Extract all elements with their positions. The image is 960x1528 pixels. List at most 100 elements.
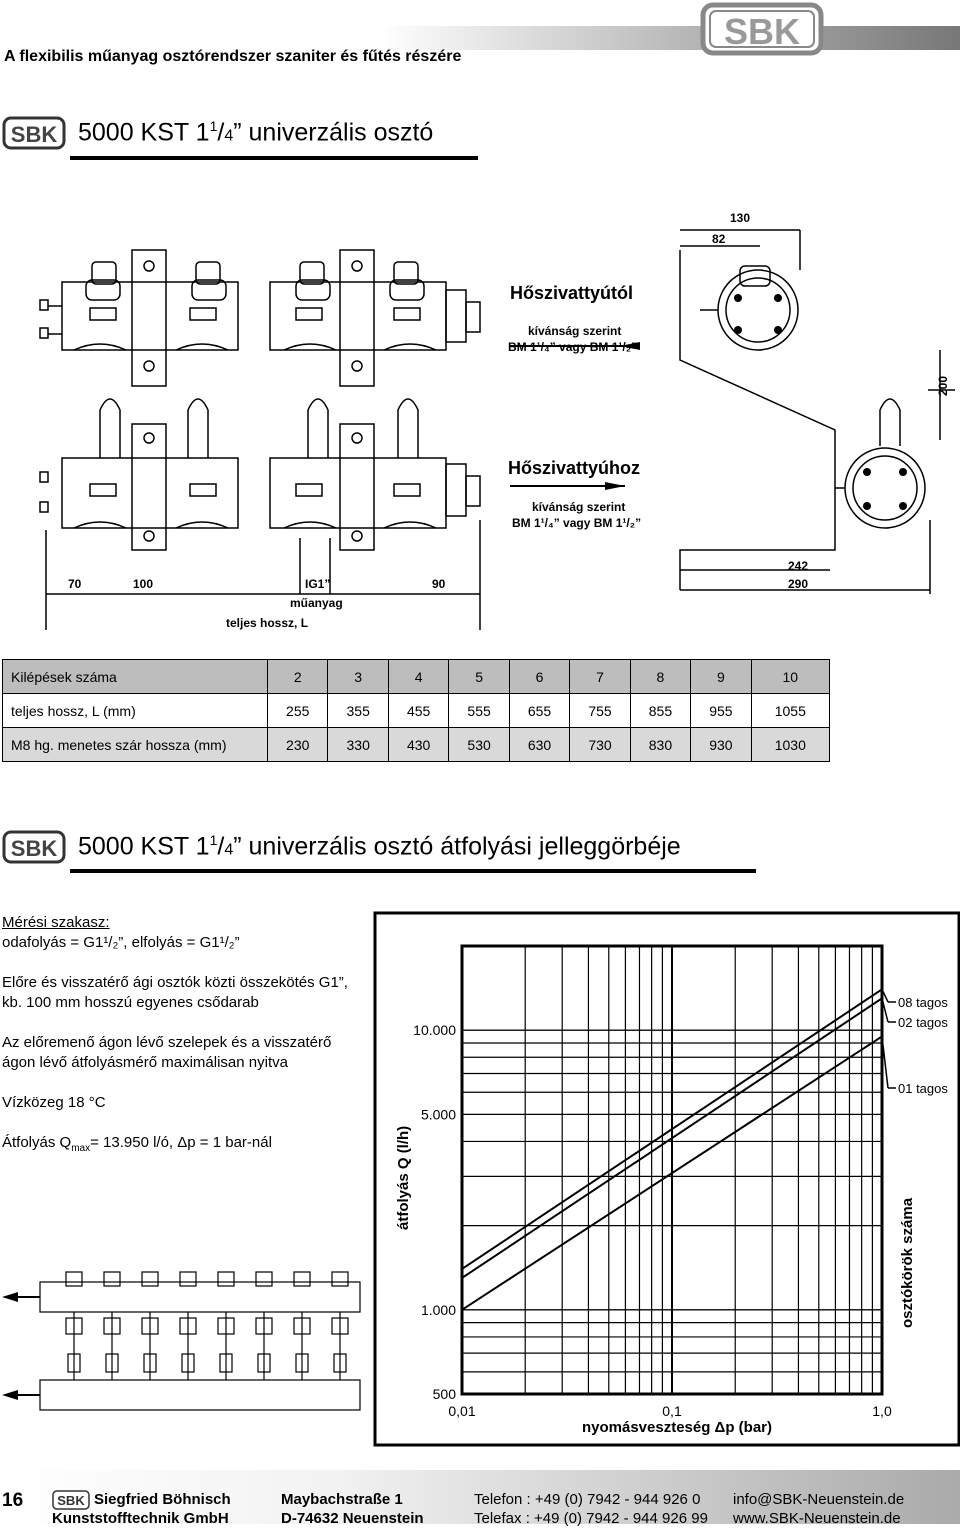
table-cell: 5 (448, 659, 510, 694)
series-label: 08 tagos (898, 995, 948, 1010)
dim-82: 82 (712, 232, 726, 246)
table-cell: 430 (387, 727, 450, 762)
svg-text:SBK: SBK (11, 122, 58, 147)
series-line (461, 1035, 883, 1311)
table-cell: 455 (387, 693, 450, 728)
series-leader (881, 988, 889, 1003)
table-cell: 655 (508, 693, 571, 728)
dim-total: teljes hossz, L (226, 616, 309, 630)
manifold-illustration (2, 1271, 361, 1411)
table-cell: 530 (448, 727, 510, 762)
header-title: A flexibilis műanyag osztórendszer szani… (4, 48, 462, 65)
section1-title: 5000 KST 11/4” univerzális osztó (78, 118, 434, 147)
table-cell: 955 (690, 693, 752, 728)
x-tick-label: 0,1 (662, 1403, 682, 1419)
table-cell: 7 (569, 659, 631, 694)
footer-company: Siegfried Böhnisch Kunststofftechnik Gmb… (52, 1491, 231, 1527)
notes-para2: Előre és visszatérő ági osztók közti öss… (2, 974, 348, 1011)
table-row-label: Kilépések száma (2, 659, 268, 694)
dim-242: 242 (788, 559, 809, 573)
table-row: M8 hg. menetes szár hossza (mm) 230 330 … (2, 727, 831, 762)
from-pump-option-value: BM 1¹/₄” vagy BM 1¹/₂” (508, 340, 638, 354)
sbk-logo-small: SBK (2, 830, 66, 864)
email-link[interactable]: info@SBK-Neuenstein.de (733, 1491, 905, 1508)
section1-rule (70, 156, 478, 160)
table-cell: 3 (327, 659, 389, 694)
y-tick-label: 1.000 (421, 1302, 456, 1318)
series-label: 01 tagos (898, 1081, 948, 1096)
dim-200: 200 (936, 375, 950, 396)
y-tick-label: 500 (433, 1386, 457, 1402)
sbk-logo-small: SBK (2, 116, 66, 150)
table-cell: 8 (629, 659, 692, 694)
footer-gradient (0, 1470, 960, 1524)
table-cell: 555 (448, 693, 510, 728)
notes-line1: odafolyás = G1¹/₂”, elfolyás = G1¹/₂” (2, 934, 240, 951)
dim-70: 70 (68, 577, 82, 591)
table-cell: 855 (629, 693, 692, 728)
dim-130: 130 (730, 211, 751, 225)
footer-phone: Telefon : +49 (0) 7942 - 944 926 0 Telef… (474, 1491, 708, 1527)
table-cell: 10 (750, 659, 831, 694)
chart-grid (461, 945, 883, 1395)
flow-chart: 08 tagos 02 tagos 01 tagos 500 1.000 5.000 10… (373, 911, 960, 1447)
table-cell: 1055 (750, 693, 831, 728)
table-cell: 255 (266, 693, 329, 728)
table-row-label: teljes hossz, L (mm) (2, 693, 268, 728)
series-line (461, 997, 883, 1279)
section2-rule (70, 869, 756, 873)
table-cell: 230 (266, 727, 329, 762)
measurement-notes: Mérési szakasz: odafolyás = G1¹/₂”, elfo… (2, 913, 362, 1179)
dim-90: 90 (432, 577, 446, 591)
chart-series: 08 tagos 02 tagos 01 tagos (461, 988, 948, 1311)
notes-para3: Az előremenő ágon lévő szelepek és a vis… (2, 1034, 332, 1071)
notes-heading: Mérési szakasz: (2, 914, 110, 931)
y-tick-label: 5.000 (421, 1106, 456, 1122)
table-row: teljes hossz, L (mm) 255 355 455 555 655… (2, 693, 831, 728)
table-cell: 755 (569, 693, 631, 728)
svg-text:SBK: SBK (57, 1493, 85, 1508)
table-cell: 730 (569, 727, 631, 762)
right-axis-label: osztókörök száma (899, 1197, 916, 1328)
x-tick-label: 1,0 (872, 1403, 892, 1419)
dim-ig1: IG1” (305, 577, 331, 591)
series-line (461, 988, 883, 1270)
to-pump-option-value: BM 1¹/₄” vagy BM 1¹/₂” (512, 516, 642, 530)
table-cell: 330 (327, 727, 389, 762)
spec-table: Kilépések száma 2 3 4 5 6 7 8 9 10 telje… (2, 659, 831, 762)
series-label: 02 tagos (898, 1015, 948, 1030)
table-cell: 355 (327, 693, 389, 728)
section2-title: 5000 KST 11/4” univerzális osztó átfolyá… (78, 832, 681, 861)
x-tick-label: 0,01 (448, 1403, 475, 1419)
sbk-logo-footer: SBK (52, 1490, 90, 1510)
chart-ticks: 500 1.000 5.000 10.000 0,01 0,1 1,0 (413, 1022, 892, 1419)
dim-100: 100 (133, 577, 154, 591)
to-pump-label: Hőszivattyúhoz (508, 458, 641, 478)
from-pump-option: kívánság szerint (528, 324, 622, 338)
table-cell: 4 (387, 659, 450, 694)
footer-address: Maybachstraße 1 D-74632 Neuenstein (281, 1491, 424, 1527)
page-number: 16 (2, 1490, 24, 1511)
notes-para5: Átfolyás Qmax= 13.950 l/ó, Δp = 1 bar-ná… (2, 1134, 272, 1154)
svg-text:SBK: SBK (11, 836, 58, 861)
dim-material: műanyag (290, 596, 343, 610)
footer-contact: info@SBK-Neuenstein.de www.SBK-Neuenstei… (733, 1490, 904, 1528)
web-link[interactable]: www.SBK-Neuenstein.de (733, 1510, 901, 1527)
table-cell: 1030 (750, 727, 831, 762)
table-cell: 9 (690, 659, 752, 694)
table-row-label: M8 hg. menetes szár hossza (mm) (2, 727, 268, 762)
dim-290: 290 (788, 577, 809, 591)
sbk-logo: SBK (700, 2, 824, 56)
table-cell: 2 (266, 659, 329, 694)
svg-text:SBK: SBK (724, 11, 800, 52)
table-cell: 6 (508, 659, 571, 694)
table-cell: 830 (629, 727, 692, 762)
from-pump-label: Hőszivattyútól (510, 283, 634, 303)
x-axis-label: nyomásveszteség Δp (bar) (582, 1419, 772, 1436)
y-tick-label: 10.000 (413, 1022, 456, 1038)
table-cell: 630 (508, 727, 571, 762)
notes-para4: Vízközeg 18 °C (2, 1094, 106, 1111)
to-pump-option: kívánság szerint (532, 500, 626, 514)
manifold-drawing (39, 229, 955, 630)
series-leader (881, 998, 889, 1023)
